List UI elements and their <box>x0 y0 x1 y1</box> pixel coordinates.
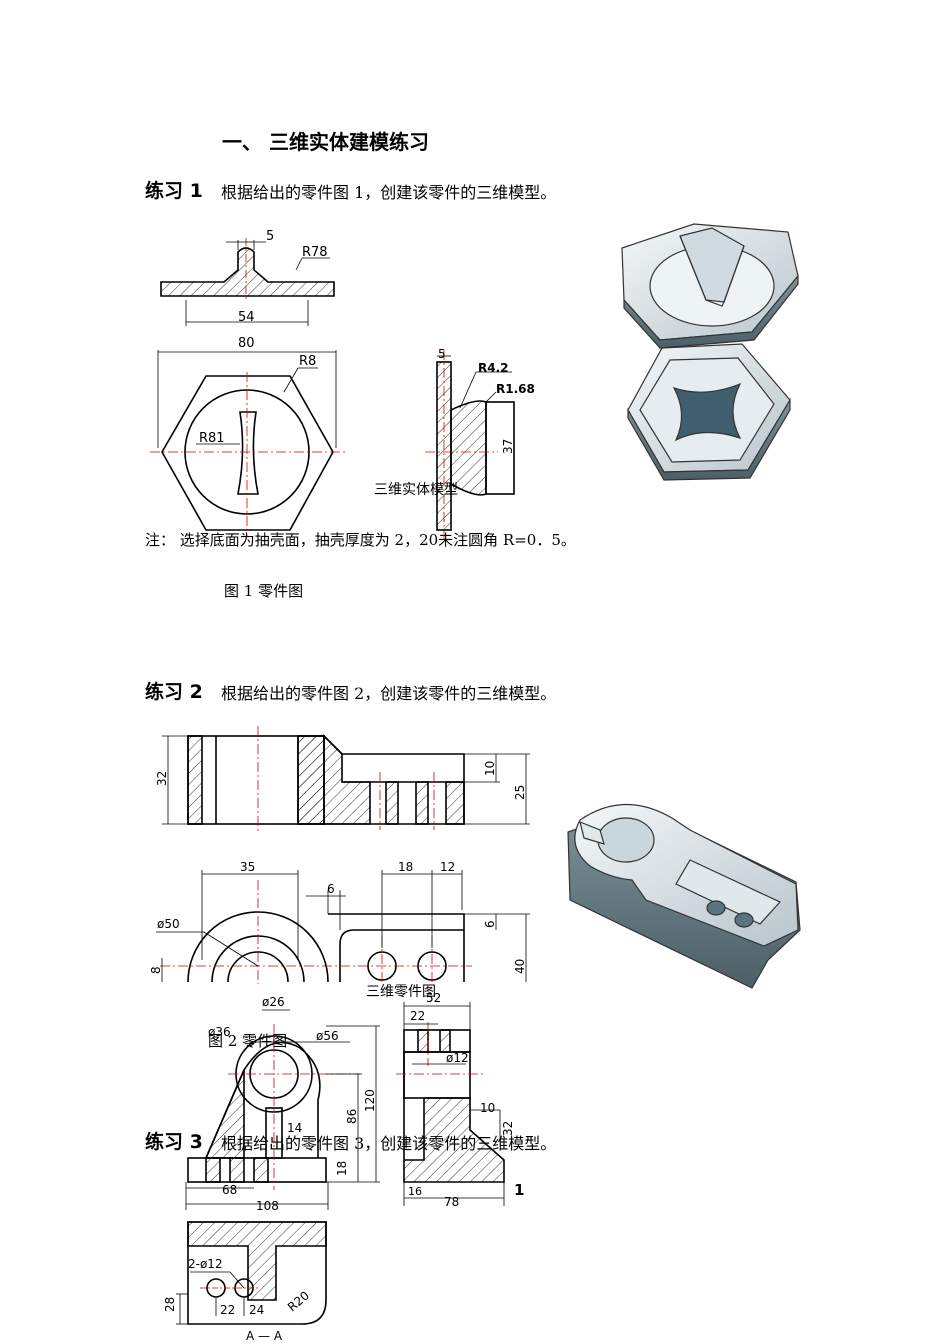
fig3-section-aa <box>176 1221 327 1325</box>
dim-phi36: ø36 <box>208 1025 231 1039</box>
dim-r81: R81 <box>199 431 225 446</box>
dim-120: 120 <box>363 1089 377 1112</box>
dim-phi56: ø56 <box>316 1029 339 1043</box>
fig3-front-view <box>185 1009 380 1210</box>
section-title: 一、 三维实体建模练习 <box>222 130 429 154</box>
dim-12: 12 <box>440 860 455 874</box>
dim-52: 52 <box>426 991 441 1005</box>
fig1-model-caption: 三维实体模型 <box>374 482 458 498</box>
fig2-model-caption: 三维零件图 <box>366 984 436 1000</box>
fig2-front-section <box>162 726 530 834</box>
page-number: 1 <box>514 1181 525 1199</box>
fig1-front-section <box>160 238 335 326</box>
dim-25: 25 <box>513 785 527 800</box>
exercise-1-note: 注： 选择底面为抽壳面，抽壳厚度为 2，20未注圆角 R=0．5。 <box>145 531 576 549</box>
dim-24: 24 <box>249 1303 264 1317</box>
dim-phi26: ø26 <box>262 995 285 1009</box>
dim-18: 18 <box>398 860 413 874</box>
fig2-3d-model <box>567 803 801 989</box>
dim-6b: 6 <box>483 920 497 928</box>
dim-32b: 32 <box>501 1121 515 1136</box>
dim-86: 86 <box>345 1109 359 1124</box>
exercise-2-text: 根据给出的零件图 2，创建该零件的三维模型。 <box>221 684 557 703</box>
fig2-top-view <box>156 870 530 984</box>
dim-r20: R20 <box>285 1288 312 1314</box>
section-aa-label: A — A <box>246 1329 283 1343</box>
dim-r168: R1.68 <box>496 382 535 396</box>
fig1-top-view <box>150 350 346 536</box>
dim-32: 32 <box>155 771 169 786</box>
dim-108: 108 <box>256 1199 279 1213</box>
dim-16: 16 <box>408 1185 422 1198</box>
dim-80: 80 <box>238 336 255 351</box>
dim-68: 68 <box>222 1183 237 1197</box>
dim-5b: 5 <box>438 347 446 361</box>
dim-22b: 22 <box>220 1303 235 1317</box>
dim-10b: 10 <box>480 1101 495 1115</box>
dim-18: 18 <box>335 1161 349 1176</box>
dim-5: 5 <box>266 229 274 244</box>
dim-r8: R8 <box>299 354 316 369</box>
exercise-1-label: 练习 1 <box>145 180 203 202</box>
dim-22: 22 <box>410 1009 425 1023</box>
dim-28: 28 <box>163 1297 177 1312</box>
fig1-side-section <box>425 350 515 540</box>
figure-1-caption: 图 1 零件图 <box>224 582 304 600</box>
dim-8: 8 <box>149 966 163 974</box>
dim-10: 10 <box>483 761 497 776</box>
dim-r42: R4.2 <box>478 361 509 375</box>
dim-r78: R78 <box>302 245 328 260</box>
dim-2-phi12: 2-ø12 <box>188 1257 223 1271</box>
dim-phi12: ø12 <box>446 1051 469 1065</box>
exercise-3-label: 练习 3 <box>145 1131 203 1153</box>
dim-6: 6 <box>327 882 335 896</box>
fig1-3d-model <box>621 223 799 481</box>
exercise-2-label: 练习 2 <box>145 681 203 703</box>
dim-40: 40 <box>513 959 527 974</box>
dim-phi50: ø50 <box>157 917 180 931</box>
dim-78: 78 <box>444 1195 459 1209</box>
fig3-side-section <box>396 1002 505 1206</box>
exercise-1-text: 根据给出的零件图 1，创建该零件的三维模型。 <box>221 183 557 202</box>
dim-35: 35 <box>240 860 255 874</box>
dim-14: 14 <box>287 1121 302 1135</box>
dim-37: 37 <box>501 439 515 454</box>
dim-54: 54 <box>238 310 255 325</box>
